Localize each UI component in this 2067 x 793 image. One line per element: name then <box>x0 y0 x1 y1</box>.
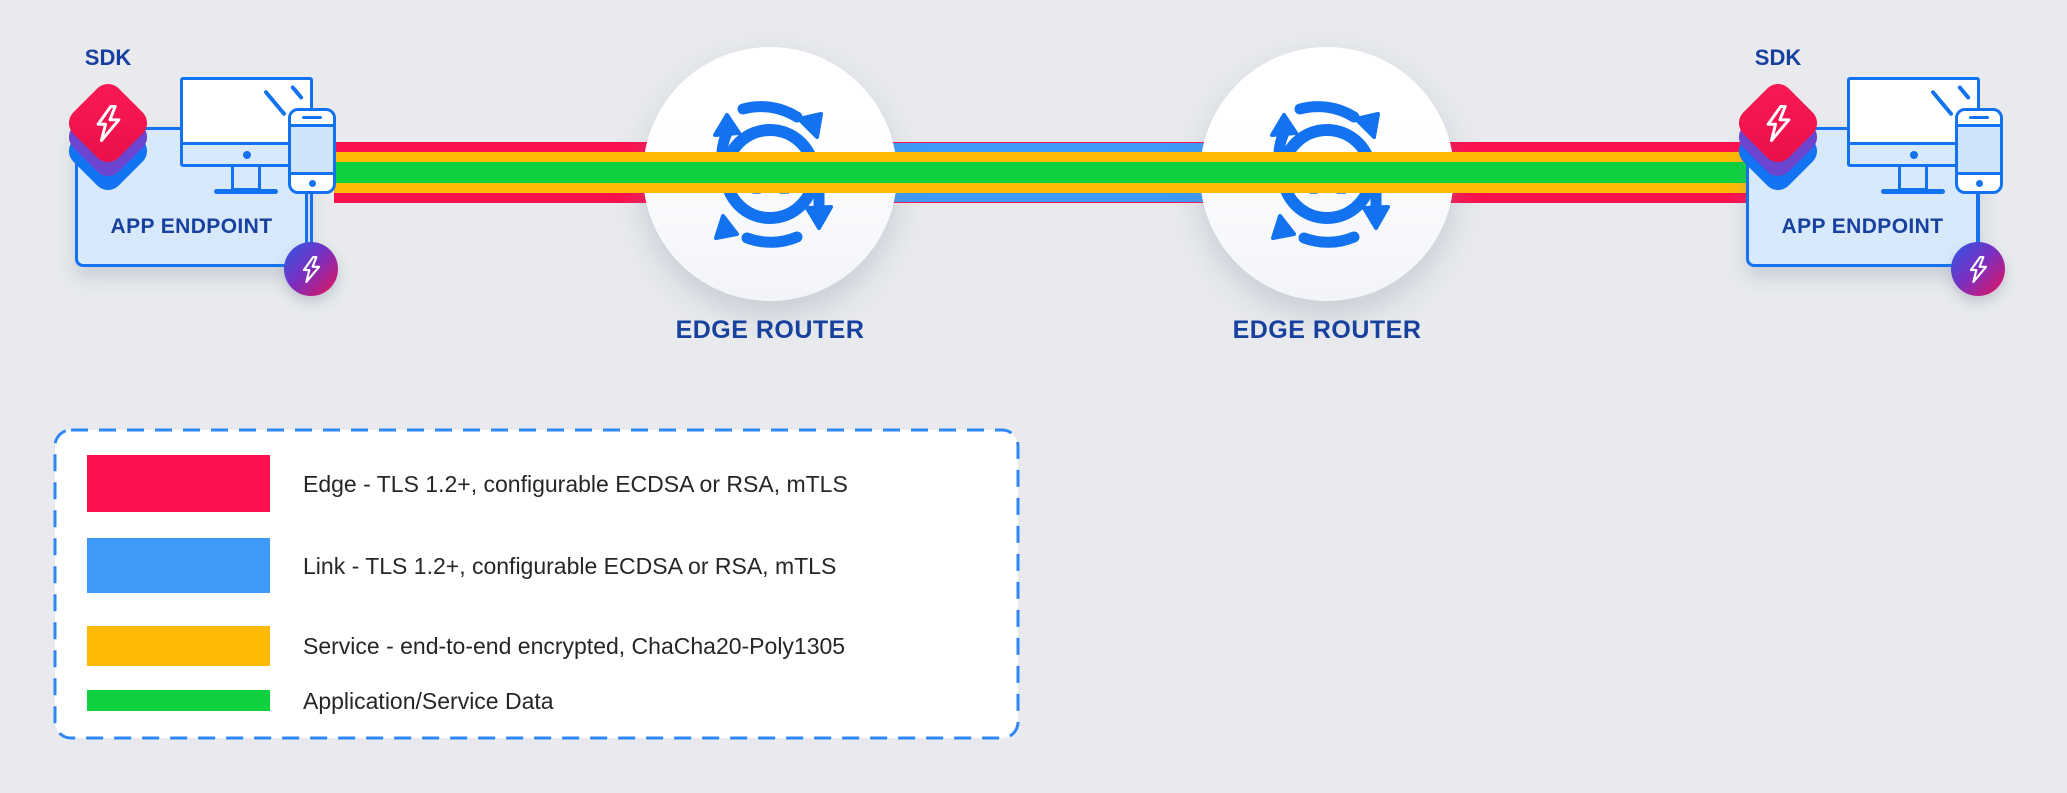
phone-home-button <box>1975 179 1983 187</box>
legend-label-data: Application/Service Data <box>303 688 554 714</box>
phone-icon <box>288 108 336 194</box>
phone-speaker <box>302 116 322 119</box>
legend-swatch-link <box>87 538 270 593</box>
lightning-bolt-icon <box>1766 105 1791 142</box>
phone-speaker <box>1969 116 1989 119</box>
sdk-right-label: SDK <box>1754 45 1802 70</box>
phone-screen <box>1958 124 2000 175</box>
edge-router-left-label: EDGE ROUTER <box>675 316 865 344</box>
badge-connector <box>310 192 313 244</box>
monitor-stand <box>231 164 261 191</box>
phone-icon <box>1955 108 2003 194</box>
legend-swatch-edge <box>87 455 270 512</box>
badge-connector <box>1977 192 1980 244</box>
monitor-bezel <box>1850 142 1977 164</box>
monitor-bezel <box>183 142 310 164</box>
monitor-dot <box>242 150 251 159</box>
data-stripe <box>334 162 1746 183</box>
monitor-base <box>214 189 278 194</box>
legend-swatch-data <box>87 690 270 711</box>
ziti-badge-icon <box>284 242 338 296</box>
link-stripe-bottom <box>770 193 1327 202</box>
legend-swatch-service <box>87 626 270 666</box>
phone-home-button <box>308 179 316 187</box>
sdk-left-label: SDK <box>84 45 132 70</box>
service-stripe-top <box>334 152 1746 162</box>
legend-border <box>53 428 1020 740</box>
edge-router-right-label: EDGE ROUTER <box>1232 316 1422 344</box>
service-stripe-bottom <box>334 183 1746 193</box>
legend-label-link: Link - TLS 1.2+, configurable ECDSA or R… <box>303 553 837 579</box>
legend-label-service: Service - end-to-end encrypted, ChaCha20… <box>303 633 846 659</box>
monitor-base <box>1881 189 1945 194</box>
phone-bottom <box>291 175 333 191</box>
legend-box: Edge - TLS 1.2+, configurable ECDSA or R… <box>53 428 1020 740</box>
ziti-badge-icon <box>1951 242 2005 296</box>
monitor-dot <box>1909 150 1918 159</box>
lightning-bolt-icon <box>1969 255 1987 283</box>
sdk-stack-icon <box>40 70 176 206</box>
lightning-bolt-icon <box>302 255 320 283</box>
phone-top <box>291 111 333 124</box>
phone-bottom <box>1958 175 2000 191</box>
link-stripe-top <box>770 143 1327 152</box>
lightning-bolt-icon <box>96 105 121 142</box>
app-endpoint-left-label: APP ENDPOINT <box>110 215 273 238</box>
phone-top <box>1958 111 2000 124</box>
legend-label-edge: Edge - TLS 1.2+, configurable ECDSA or R… <box>303 471 848 497</box>
sdk-stack-icon <box>1710 70 1846 206</box>
app-endpoint-right-label: APP ENDPOINT <box>1781 215 1944 238</box>
phone-screen <box>291 124 333 175</box>
monitor-stand <box>1898 164 1928 191</box>
